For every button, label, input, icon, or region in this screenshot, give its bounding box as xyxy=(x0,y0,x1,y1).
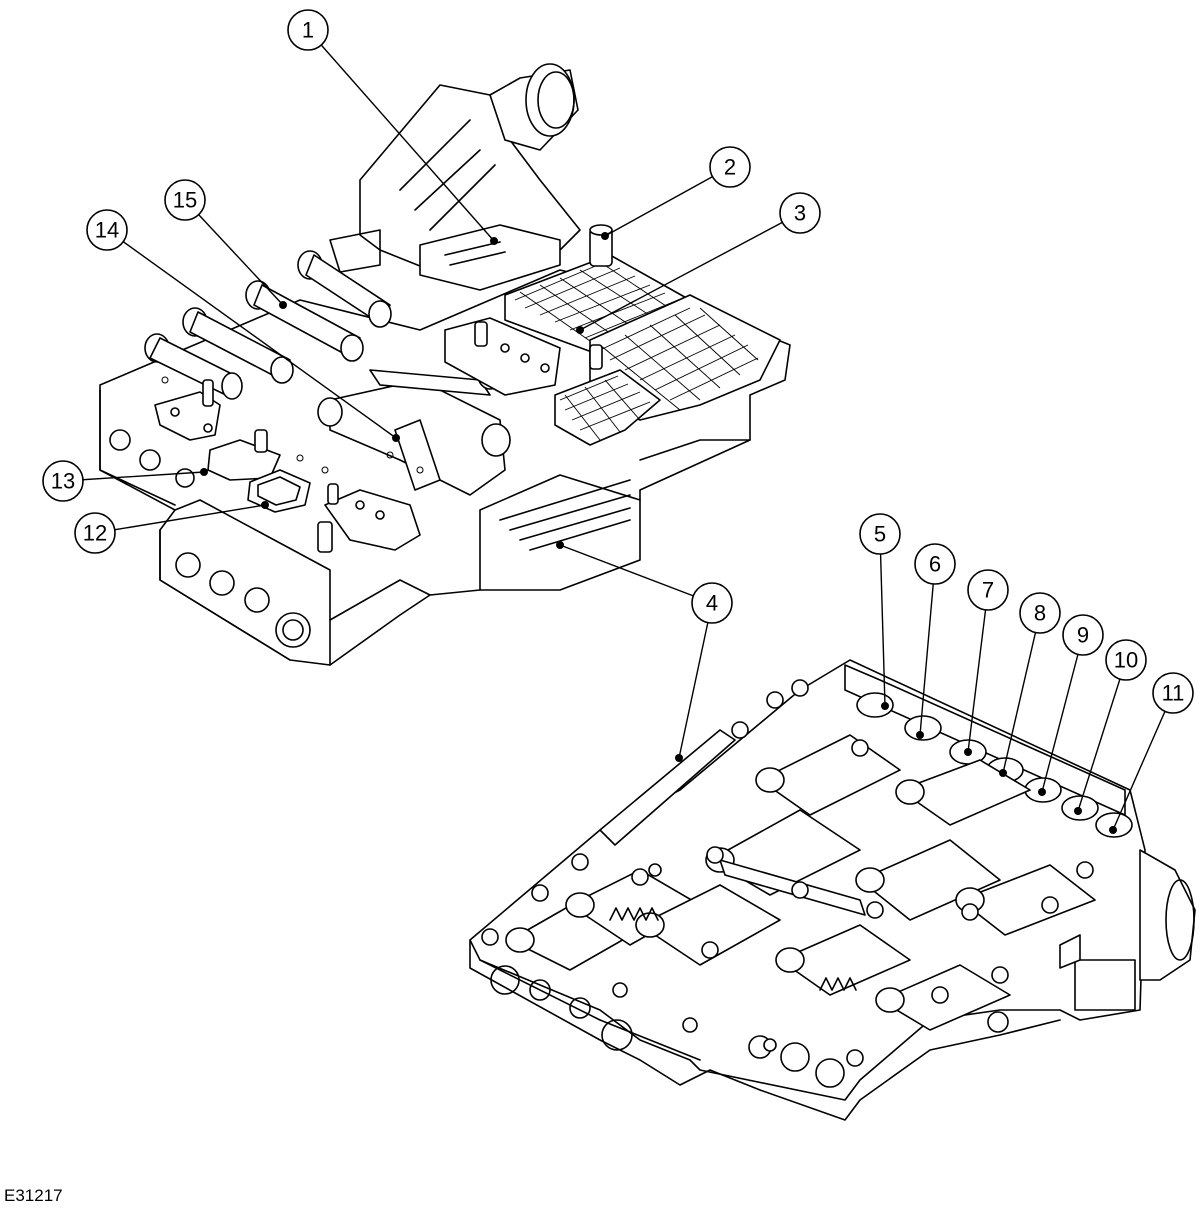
callout-3-label: 3 xyxy=(794,201,806,226)
callout-14-label: 14 xyxy=(95,218,119,243)
callout-1-label: 1 xyxy=(302,18,314,43)
callout-2-label: 2 xyxy=(724,155,736,180)
spool-valves-upper xyxy=(144,250,511,496)
callout-11-label: 11 xyxy=(1162,681,1185,706)
callout-8-label: 8 xyxy=(1034,601,1046,626)
callout-15-label: 15 xyxy=(173,188,197,213)
callout-8: 8 xyxy=(999,592,1061,777)
callout-4-label: 4 xyxy=(706,591,718,616)
callout-10-label: 10 xyxy=(1114,648,1138,673)
callout-4: 4 xyxy=(556,541,733,762)
figure-id: E31217 xyxy=(4,1186,63,1205)
callout-6: 6 xyxy=(914,543,956,739)
callout-3: 3 xyxy=(576,192,821,334)
callout-7: 7 xyxy=(964,569,1009,756)
callout-14: 14 xyxy=(86,209,400,442)
callout-5-label: 5 xyxy=(874,522,886,547)
callout-13: 13 xyxy=(42,460,208,502)
callout-12: 12 xyxy=(74,501,269,554)
callout-10: 10 xyxy=(1074,639,1147,815)
callout-9-label: 9 xyxy=(1077,623,1089,648)
callout-5: 5 xyxy=(859,513,901,710)
callout-11: 11 xyxy=(1109,672,1194,834)
callout-2: 2 xyxy=(601,146,751,240)
callout-12-label: 12 xyxy=(83,521,107,546)
callout-7-label: 7 xyxy=(982,578,994,603)
callout-9: 9 xyxy=(1038,614,1104,796)
callout-13-label: 13 xyxy=(51,469,75,494)
callouts: 1 2 3 4 5 xyxy=(42,9,1194,834)
lower-valve-body-assembly xyxy=(469,659,1196,1121)
callout-1: 1 xyxy=(287,9,498,245)
upper-valve-body-assembly xyxy=(99,63,791,666)
screw-heads xyxy=(481,679,1094,1067)
callout-15: 15 xyxy=(164,179,287,309)
callout-6-label: 6 xyxy=(929,552,941,577)
